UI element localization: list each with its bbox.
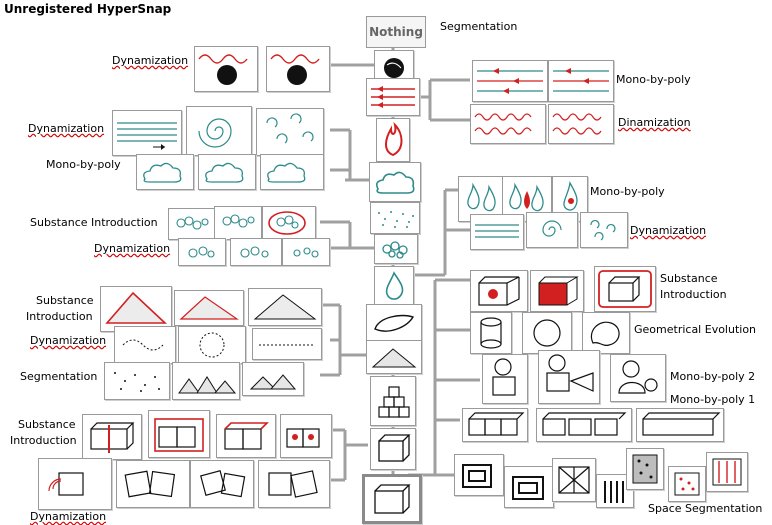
lattice-box-card[interactable] xyxy=(552,458,596,502)
boxrow-card-2[interactable] xyxy=(536,408,632,442)
center-foam-card[interactable] xyxy=(374,234,418,264)
label-left-dynamization-4: Dynamization xyxy=(30,334,107,347)
center-cloud-card[interactable] xyxy=(369,162,421,202)
box-red-outline-card[interactable] xyxy=(594,266,656,312)
boxrow-card-3[interactable] xyxy=(636,408,724,442)
center-powder-card[interactable] xyxy=(366,340,422,374)
vortex-card-right[interactable] xyxy=(526,212,578,248)
eddies-card-right[interactable] xyxy=(580,212,628,248)
seg-card-2[interactable] xyxy=(172,362,240,400)
foam-card-red[interactable] xyxy=(262,206,316,240)
label-right-mono-by-poly-1: Mono-by-poly 1 xyxy=(670,393,756,406)
box-red-dot-card[interactable] xyxy=(470,270,528,312)
sphere-card[interactable] xyxy=(522,312,572,354)
cloud-card-3[interactable] xyxy=(260,154,324,190)
box-red-fill-card[interactable] xyxy=(530,270,584,312)
stream-card-right[interactable] xyxy=(470,214,524,250)
label-left-mono-by-poly: Mono-by-poly xyxy=(46,158,121,171)
powder-dyn-card-2[interactable] xyxy=(178,326,246,364)
box-card-4[interactable] xyxy=(280,414,332,458)
powder-dyn-card-1[interactable] xyxy=(114,326,176,364)
compound-shape-card[interactable] xyxy=(610,354,666,402)
label-right-mono-by-poly-1: Mono-by-poly xyxy=(616,73,691,86)
foam-card-1[interactable] xyxy=(168,208,216,240)
field-wave-card-1[interactable] xyxy=(470,104,546,144)
center-dots-card[interactable] xyxy=(370,202,420,234)
ball-on-box-card[interactable] xyxy=(482,354,528,404)
red-porous-box-card[interactable] xyxy=(668,466,706,502)
field-wave-card-2[interactable] xyxy=(548,104,614,144)
label-right-geometrical-evolution: Geometrical Evolution xyxy=(634,323,757,336)
label-left-substance-3a: Substance xyxy=(18,418,76,431)
label-right-mono-by-poly-2-alt: Mono-by-poly 2 xyxy=(670,370,756,383)
box-dyn-card-4[interactable] xyxy=(258,460,330,508)
label-left-dynamization-1: Dynamization xyxy=(112,54,189,67)
cloud-card-2[interactable] xyxy=(198,154,256,190)
label-right-mono-by-poly-2: Mono-by-poly xyxy=(590,185,665,198)
powder-card-3[interactable] xyxy=(248,288,322,326)
center-flame-card[interactable] xyxy=(376,118,410,162)
label-right-space-segmentation: Space Segmentation xyxy=(648,502,763,515)
red-channels-box-card[interactable] xyxy=(706,452,748,492)
center-blob-card[interactable] xyxy=(366,304,422,342)
hollow-box-card[interactable] xyxy=(454,454,504,496)
box-card-1[interactable] xyxy=(82,414,142,460)
center-selected-box-card[interactable] xyxy=(362,474,422,524)
porous-box-card[interactable] xyxy=(626,448,664,490)
label-left-substance-2a: Substance xyxy=(36,294,94,307)
box-dyn-card-3[interactable] xyxy=(190,460,254,508)
foam-card-2[interactable] xyxy=(214,206,262,240)
box-dyn-card-2[interactable] xyxy=(116,460,190,508)
cloud-card-1[interactable] xyxy=(136,154,194,190)
vortex-card[interactable] xyxy=(186,106,252,156)
foam-dyn-card-3[interactable] xyxy=(282,238,330,266)
powder-red-card[interactable] xyxy=(100,286,172,332)
nothing-card[interactable]: Nothing xyxy=(366,16,426,48)
label-right-substance-b: Introduction xyxy=(660,288,727,301)
label-left-substance-3b: Introduction xyxy=(10,434,77,447)
box-card-3[interactable] xyxy=(216,414,276,458)
freeform-card[interactable] xyxy=(582,312,630,354)
powder-dyn-card-3[interactable] xyxy=(252,328,322,360)
center-field-lines-card[interactable] xyxy=(366,78,420,116)
watermark: Unregistered HyperSnap xyxy=(4,2,172,16)
box-card-2[interactable] xyxy=(148,410,210,458)
seg-card-3[interactable] xyxy=(242,362,304,396)
ball-box-cone-card[interactable] xyxy=(538,350,600,404)
label-right-dynamization: Dynamization xyxy=(630,224,707,237)
center-drop-card[interactable] xyxy=(374,266,414,306)
seg-card-1[interactable] xyxy=(104,362,170,400)
label-left-dynamization-3: Dynamization xyxy=(94,242,171,255)
label-left-dynamization-5: Dynamization xyxy=(30,510,107,523)
powder-card-2[interactable] xyxy=(174,290,244,326)
segmentation-top-label: Segmentation xyxy=(440,20,518,33)
label-left-substance-introduction-1: Substance Introduction xyxy=(30,216,158,229)
field-card-1[interactable] xyxy=(472,60,548,102)
center-box-card[interactable] xyxy=(370,428,416,470)
frame-box-card[interactable] xyxy=(504,466,554,508)
field-card-2[interactable] xyxy=(548,60,614,102)
label-left-segmentation: Segmentation xyxy=(20,370,98,383)
foam-dyn-card-1[interactable] xyxy=(178,238,226,266)
stream-card[interactable] xyxy=(112,110,182,156)
wave-ball-card-1[interactable] xyxy=(194,46,258,92)
center-blocks-card[interactable] xyxy=(370,376,416,426)
cylinder-card[interactable] xyxy=(470,312,512,354)
box-dyn-card-1[interactable] xyxy=(38,458,112,510)
boxrow-card-1[interactable] xyxy=(462,408,528,442)
label-right-dinamization: Dinamization xyxy=(618,116,691,129)
wave-ball-card-2[interactable] xyxy=(266,46,330,92)
label-right-substance-a: Substance xyxy=(660,272,718,285)
label-left-dynamization-2: Dynamization xyxy=(28,122,105,135)
label-left-substance-2b: Introduction xyxy=(26,310,93,323)
foam-dyn-card-2[interactable] xyxy=(230,238,282,266)
eddies-card[interactable] xyxy=(256,108,324,156)
